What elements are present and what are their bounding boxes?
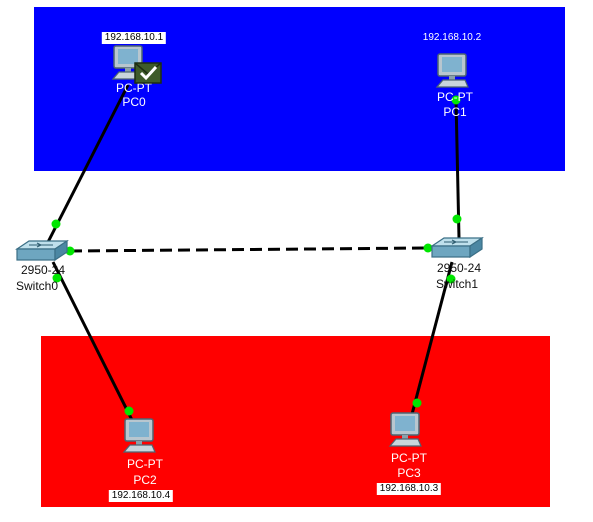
pc-icon	[122, 418, 156, 453]
pc1-device[interactable]	[435, 53, 469, 91]
pc2-ip-label: 192.168.10.4	[108, 490, 174, 502]
port-status-dot[interactable]	[65, 246, 75, 256]
switch0-name-label: Switch0	[15, 279, 59, 293]
pc3-name-label: PC3	[397, 466, 421, 480]
pc0-name-label: PC0	[122, 95, 146, 109]
pc3-ip-label: 192.168.10.3	[376, 483, 442, 495]
port-status-dot[interactable]	[124, 406, 134, 416]
port-status-dot[interactable]	[452, 214, 462, 224]
switch1-model-label: 2950-24	[436, 261, 482, 275]
switch0-model-label: 2950-24	[20, 263, 66, 277]
pc-icon	[388, 412, 422, 447]
envelope-check-icon[interactable]	[134, 62, 162, 84]
pc0-ip-label: 192.168.10.1	[101, 32, 167, 44]
port-status-dot[interactable]	[51, 219, 61, 229]
switch1-device[interactable]	[430, 236, 484, 260]
port-status-dot[interactable]	[446, 274, 456, 284]
switch-icon	[430, 236, 484, 259]
pc3-device[interactable]	[388, 412, 422, 450]
port-status-dot[interactable]	[412, 398, 422, 408]
port-status-dot[interactable]	[52, 273, 62, 283]
switch0-device[interactable]	[15, 239, 69, 263]
pc-icon	[435, 53, 469, 88]
switch-icon	[15, 239, 69, 262]
link-switch0-switch1[interactable]	[69, 246, 429, 253]
pc1-name-label: PC1	[443, 105, 467, 119]
red-area	[41, 336, 550, 507]
pc1-ip-label: 192.168.10.2	[422, 32, 482, 43]
port-status-dot[interactable]	[451, 95, 461, 105]
switch1-name-label: Switch1	[435, 277, 479, 291]
port-status-dot[interactable]	[423, 243, 433, 253]
pc0-model-label: PC-PT	[116, 81, 152, 95]
pc2-device[interactable]	[122, 418, 156, 456]
pc1-model-label: PC-PT	[437, 90, 473, 104]
pc3-model-label: PC-PT	[391, 451, 427, 465]
pc2-model-label: PC-PT	[127, 457, 163, 471]
pc2-name-label: PC2	[133, 473, 157, 487]
